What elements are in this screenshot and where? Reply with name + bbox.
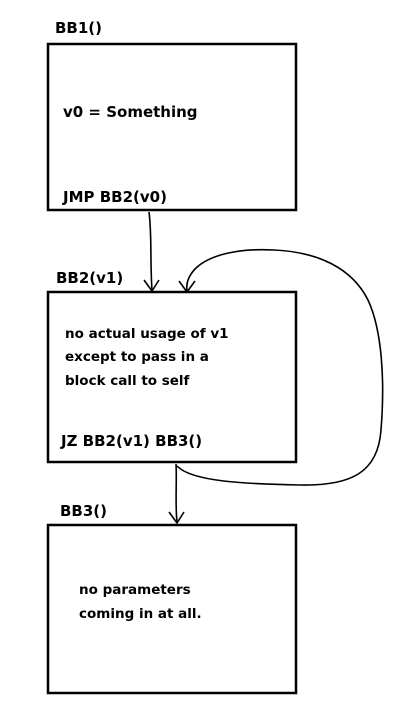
bb2-body-line-2: except to pass in a [65, 349, 209, 365]
edge-bb2-self-loop-arrowhead [178, 280, 196, 293]
bb1-body: v0 = Something [63, 103, 198, 121]
bb3-body-line-2: coming in at all. [79, 606, 202, 622]
bb1-terminator: JMP BB2(v0) [62, 188, 167, 206]
bb2-body-line-1: no actual usage of v1 [65, 326, 229, 342]
bb2-box [46, 290, 298, 464]
bb1-box [46, 42, 298, 212]
edge-bb2-to-bb3 [175, 463, 178, 523]
bb3-box [46, 523, 298, 695]
edge-bb2-to-bb3-arrowhead [168, 511, 185, 524]
bb2-terminator: JZ BB2(v1) BB3() [60, 432, 202, 450]
edge-bb1-to-bb2 [148, 211, 153, 291]
edge-bb2-self-loop [176, 248, 384, 486]
bb3-label: BB3() [60, 502, 107, 520]
bb1-label: BB1() [55, 19, 102, 37]
bb2-body-line-3: block call to self [65, 373, 190, 389]
bb2-label: BB2(v1) [56, 269, 123, 287]
bb3-body-line-1: no parameters [79, 582, 191, 598]
